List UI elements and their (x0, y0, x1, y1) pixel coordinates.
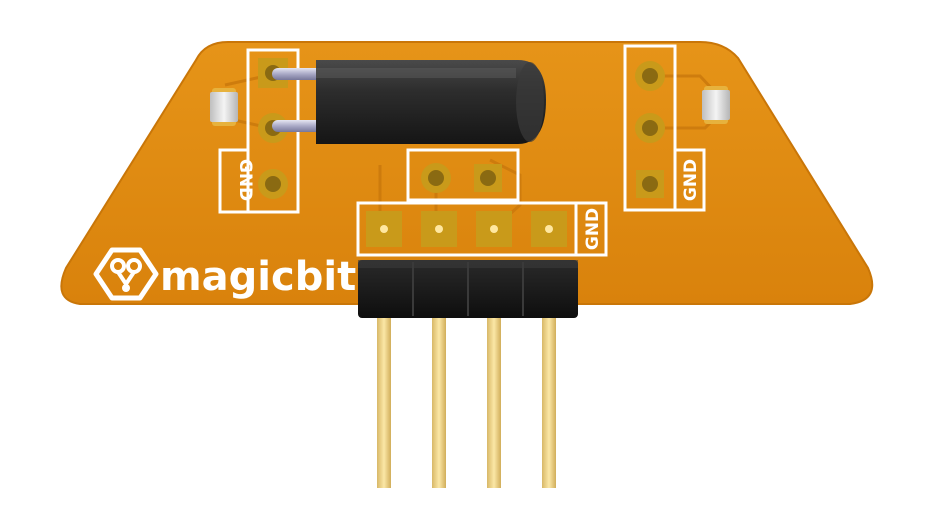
pin-header-housing (358, 260, 578, 318)
right-pads (635, 61, 665, 198)
header-pin-4 (542, 318, 556, 488)
header-pin-3 (487, 318, 501, 488)
header-pins (377, 318, 556, 488)
center-pads (421, 163, 502, 193)
header-pads (366, 211, 567, 247)
smd-resistor-right (702, 86, 730, 124)
gnd-label-right: GND (681, 159, 701, 201)
smd-resistor-left (210, 88, 238, 126)
magicbit-logo-icon (93, 247, 159, 301)
gnd-label-header: GND (583, 208, 603, 250)
brand-wordmark: magicbit (160, 254, 356, 300)
gnd-label-left: GND (235, 159, 255, 201)
header-pin-2 (432, 318, 446, 488)
pcb-board (60, 41, 874, 305)
sensor-leads (272, 68, 322, 132)
header-pin-1 (377, 318, 391, 488)
tilt-sensor-body (316, 60, 546, 144)
